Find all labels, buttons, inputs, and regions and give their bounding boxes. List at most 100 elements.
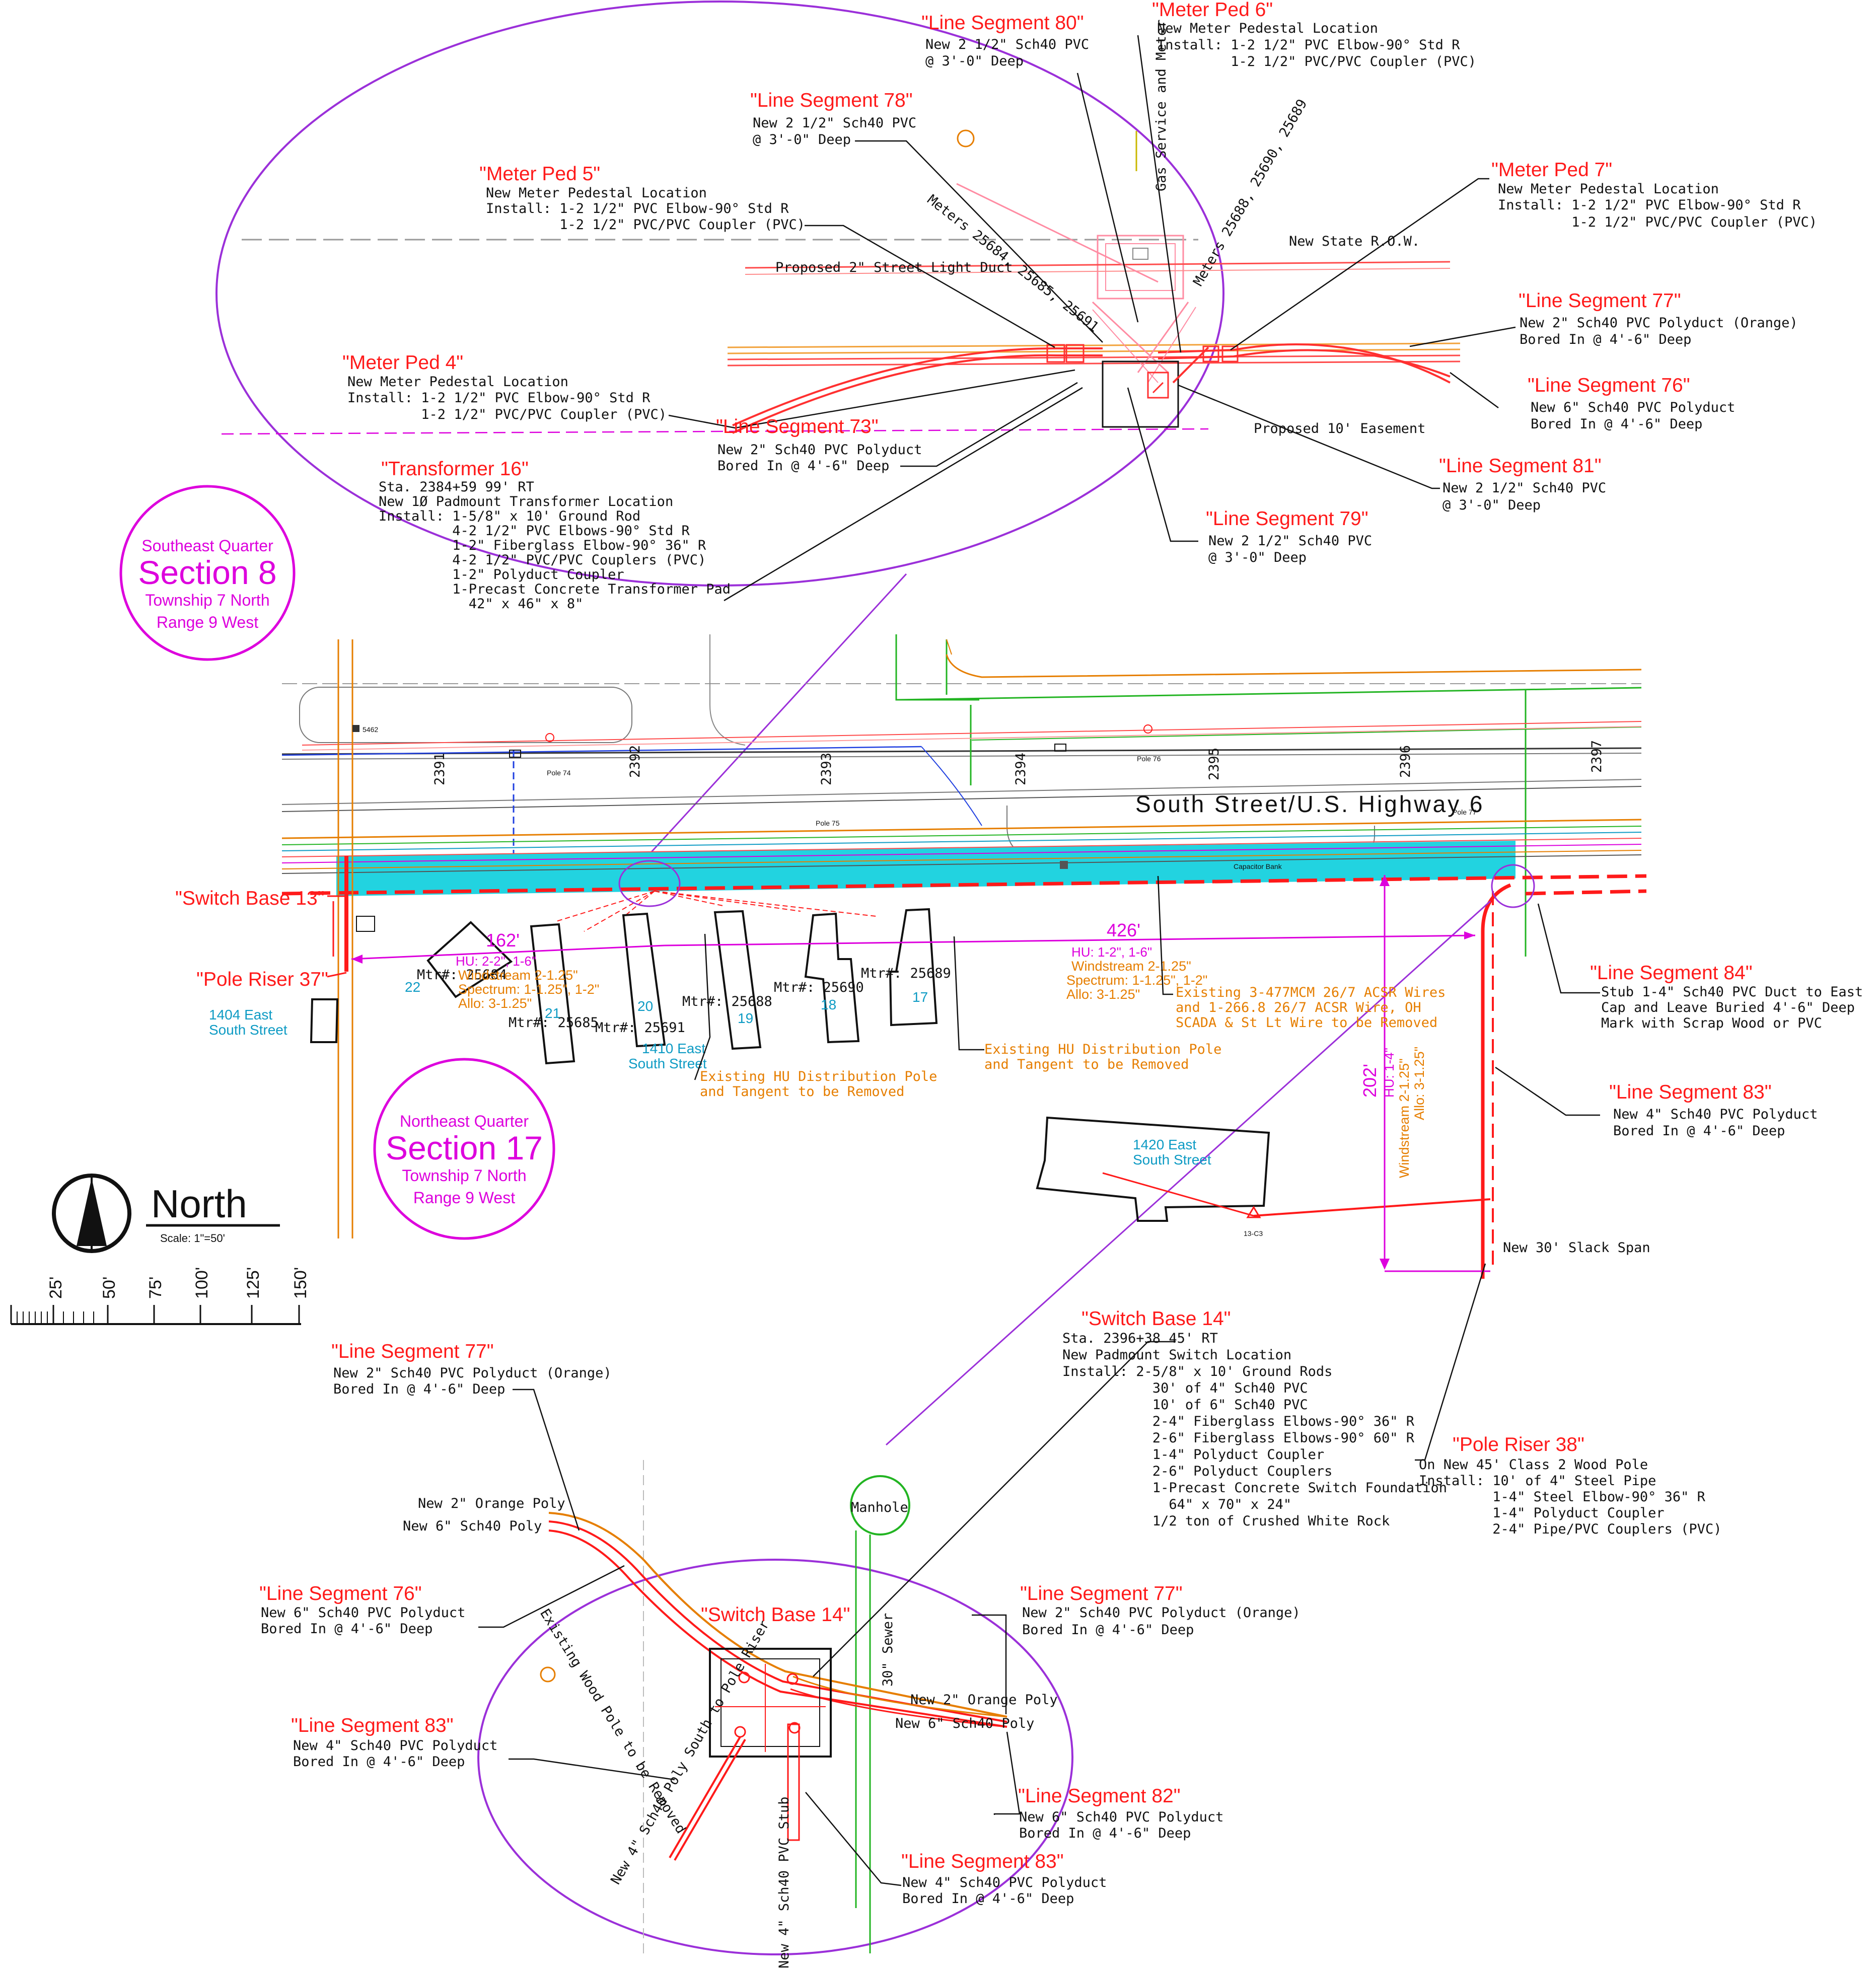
pr38-title: "Pole Riser 38" (1453, 1434, 1584, 1455)
mp7-line2: Install: 1-2 1/2" PVC Elbow-90° Std R (1498, 197, 1801, 213)
callout-switch-base-14: "Switch Base 14" Sta. 2396+38 45' RT New… (1062, 1308, 1447, 1529)
ls83a-title: "Line Segment 83" (1609, 1081, 1772, 1103)
mp4-title: "Meter Ped 4" (342, 352, 463, 374)
hu-pole-a-line1: Existing HU Distribution Pole (700, 1069, 937, 1084)
windstream-b: Windstream 2-1.25" (1071, 959, 1191, 974)
hu-pole-a-line2: and Tangent to be Removed (700, 1084, 904, 1100)
dim-426: 426' (1107, 920, 1140, 940)
allo-c: Allo: 3-1.25" (1412, 1047, 1427, 1120)
pr38-line1: On New 45' Class 2 Wood Pole (1419, 1457, 1648, 1473)
tr16-line7: 1-2" Polyduct Coupler (379, 567, 624, 582)
section-17-township: Township 7 North (402, 1166, 526, 1185)
scale-50: 50' (100, 1277, 119, 1299)
spectrum-a: Spectrum: 1-1.25", 1-2" (458, 982, 599, 997)
callout-line-segment-77-bottom-b: "Line Segment 77" New 2" Sch40 PVC Polyd… (1020, 1583, 1301, 1638)
ls78-line1: New 2 1/2" Sch40 PVC (753, 115, 916, 131)
allo-b: Allo: 3-1.25" (1066, 987, 1140, 1002)
ls77b-line2: Bored In @ 4'-6" Deep (333, 1381, 505, 1397)
sb14-line8: 1-4" Polyduct Coupler (1062, 1447, 1324, 1463)
ls76b-line2: Bored In @ 4'-6" Deep (261, 1621, 432, 1637)
callout-line-segment-77-top: "Line Segment 77" New 2" Sch40 PVC Polyd… (1519, 290, 1798, 347)
pr38-line2: Install: 10' of 4" Steel Pipe (1419, 1473, 1656, 1489)
house-footprints (310, 908, 1270, 1222)
pr38-line3: 1-4" Steel Elbow-90° 36" R (1419, 1489, 1706, 1505)
ls79-line1: New 2 1/2" Sch40 PVC (1208, 533, 1372, 549)
ls77b-line1: New 2" Sch40 PVC Polyduct (Orange) (333, 1365, 612, 1381)
existing-notes: Existing HU Distribution Pole and Tangen… (694, 875, 1446, 1100)
street-light-duct-label: Proposed 2" Street Light Duct (775, 260, 1013, 275)
mp7-line1: New Meter Pedestal Location (1498, 181, 1719, 197)
six-poly-label-b: New 6" Sch40 Poly (895, 1716, 1034, 1731)
mtr-25685: Mtr#: 25685 (509, 1015, 599, 1031)
easement-label: Proposed 10' Easement (1254, 421, 1425, 436)
mtr-25691: Mtr#: 25691 (595, 1020, 685, 1036)
ls77b-title: "Line Segment 77" (331, 1341, 494, 1362)
orange-poly-label-a: New 2" Orange Poly (418, 1496, 565, 1511)
mp7-title: "Meter Ped 7" (1491, 159, 1612, 181)
station-2397: 2397 (1589, 740, 1605, 773)
ls77c-line2: Bored In @ 4'-6" Deep (1022, 1622, 1194, 1638)
callout-line-segment-84: "Line Segment 84" Stub 1-4" Sch40 PVC Du… (1590, 962, 1863, 1031)
ls84-line3: Mark with Scrap Wood or PVC (1601, 1015, 1822, 1031)
section-8-quarter: Southeast Quarter (141, 537, 273, 555)
sb14b-title: "Switch Base 14" (701, 1604, 850, 1626)
hu-pole-b-line2: and Tangent to be Removed (984, 1057, 1189, 1072)
mp4-line3: 1-2 1/2" PVC/PVC Coupler (PVC) (347, 407, 667, 422)
ls80-line1: New 2 1/2" Sch40 PVC (925, 37, 1089, 52)
ls77a-title: "Line Segment 77" (1519, 290, 1681, 312)
dimension-labels: 162' 426' 202' HU: 2-2", 1-6" Windstream… (456, 920, 1427, 1178)
acsr-line3: SCADA & St Lt Wire to be Removed (1176, 1015, 1437, 1031)
sb14-line5: 10' of 6" Sch40 PVC (1062, 1397, 1308, 1413)
sb14-line7: 2-6" Fiberglass Elbows-90° 60" R (1062, 1430, 1415, 1446)
sb14-line10: 1-Precast Concrete Switch Foundation (1062, 1480, 1447, 1496)
pole-75-label: Pole 75 (816, 819, 840, 827)
station-2392: 2392 (627, 745, 643, 778)
sewer-label: 30" Sewer (880, 1613, 896, 1687)
ls76a-line2: Bored In @ 4'-6" Deep (1531, 416, 1702, 432)
pole-76-label: Pole 76 (1137, 755, 1161, 763)
ls82-line2: Bored In @ 4'-6" Deep (1019, 1825, 1191, 1841)
north-label: North (151, 1182, 247, 1226)
pr38-line4: 1-4" Polyduct Coupler (1419, 1505, 1665, 1521)
tr16-line1: Sta. 2384+59 99' RT (379, 479, 534, 495)
pole-74-label: Pole 74 (547, 769, 571, 777)
ls80-title: "Line Segment 80" (921, 12, 1084, 34)
ls79-title: "Line Segment 79" (1206, 508, 1368, 530)
mp5-line1: New Meter Pedestal Location (486, 185, 707, 201)
ls76b-title: "Line Segment 76" (259, 1583, 422, 1604)
mp5-title: "Meter Ped 5" (479, 163, 600, 185)
tr16-line8: 1-Precast Concrete Transformer Pad (379, 581, 731, 597)
sb14-line11: 64" x 70" x 24" (1062, 1497, 1291, 1512)
callout-line-segment-76-top: "Line Segment 76" New 6" Sch40 PVC Polyd… (1528, 375, 1735, 432)
six-poly-label-a: New 6" Sch40 Poly (403, 1518, 542, 1534)
callout-line-segment-76-bottom: "Line Segment 76" New 6" Sch40 PVC Polyd… (259, 1583, 465, 1637)
ls83c-line1: New 4" Sch40 PVC Polyduct (902, 1875, 1107, 1890)
section-8-township: Township 7 North (145, 591, 269, 609)
section-17-range: Range 9 West (413, 1189, 515, 1207)
address-1420-line1: 1420 East (1133, 1137, 1196, 1152)
callout-line-segment-80: "Line Segment 80" New 2 1/2" Sch40 PVC @… (921, 12, 1089, 69)
transformer-tag: 13-C3 (1244, 1229, 1263, 1237)
ls77c-title: "Line Segment 77" (1020, 1583, 1183, 1604)
sb14-line12: 1/2 ton of Crushed White Rock (1062, 1513, 1390, 1529)
pole-77-label: Pole 77 (1453, 808, 1477, 816)
hu-c: HU: 1-4" (1382, 1048, 1397, 1098)
pr38-line5: 2-4" Pipe/PVC Couplers (PVC) (1419, 1521, 1721, 1537)
mtr-25688: Mtr#: 25688 (682, 994, 772, 1009)
bottom-leaders (478, 903, 1600, 1886)
ls82-line1: New 6" Sch40 PVC Polyduct (1019, 1809, 1223, 1825)
windstream-c: Windstream 2-1.25" (1397, 1058, 1412, 1178)
tr16-title: "Transformer 16" (381, 458, 529, 480)
callout-pole-riser-37: "Pole Riser 37" (196, 969, 347, 990)
ls76a-line1: New 6" Sch40 PVC Polyduct (1531, 400, 1735, 415)
address-1420-line2: South Street (1133, 1152, 1211, 1167)
mp6-line3: 1-2 1/2" PVC/PVC Coupler (PVC) (1157, 54, 1476, 69)
allo-a: Allo: 3-1.25" (458, 996, 532, 1011)
acsr-line1: Existing 3-477MCM 26/7 ACSR Wires (1176, 985, 1446, 1000)
mp6-line1: New Meter Pedestal Location (1157, 21, 1378, 36)
hu-b: HU: 1-2", 1-6" (1071, 944, 1152, 960)
scale-75: 75' (146, 1277, 165, 1299)
ls81-line1: New 2 1/2" Sch40 PVC (1442, 480, 1606, 496)
ls83a-line1: New 4" Sch40 PVC Polyduct (1613, 1107, 1818, 1122)
mp4-line2: Install: 1-2 1/2" PVC Elbow-90° Std R (347, 390, 651, 406)
